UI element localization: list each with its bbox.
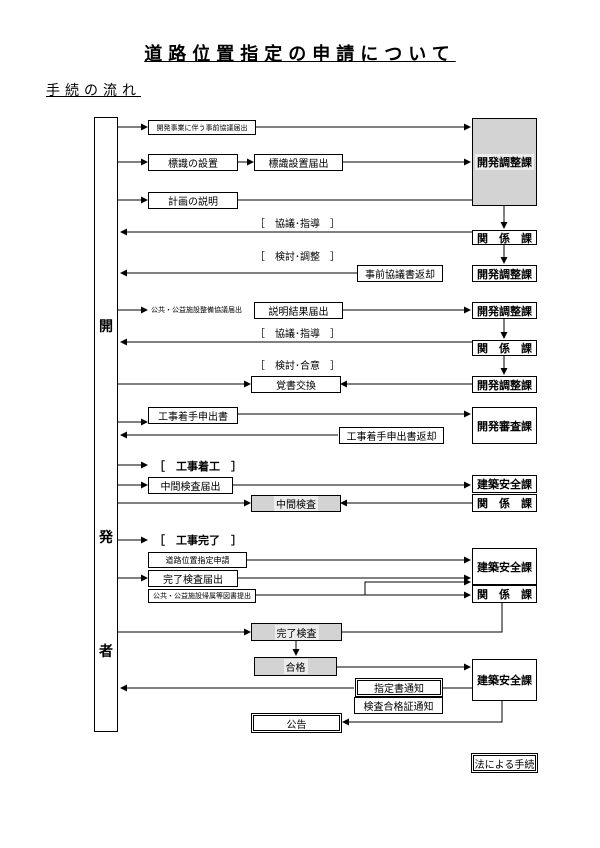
consult-guide-label-1: ［ 協議･指導 ］ bbox=[255, 219, 340, 230]
public-facility-docs-box: 公共・公益施設帰属等図書提出 bbox=[148, 589, 256, 603]
page-title: 道路位置指定の申請について bbox=[144, 44, 456, 65]
dept-related-4: 関 係 課 bbox=[472, 585, 537, 603]
public-facility-consult-label: 公共・公益施設整備協議届出 bbox=[151, 306, 242, 314]
plan-explain-box: 計画の説明 bbox=[148, 192, 238, 209]
cert-notice-box: 検査合格証通知 bbox=[354, 697, 443, 714]
final-inspect-report-box: 完了検査届出 bbox=[148, 570, 238, 587]
dept-dev-adjust-2: 開発調整課 bbox=[472, 265, 537, 282]
dept-building-safety-3: 建築安全課 bbox=[472, 659, 537, 701]
dept-dev-adjust-4: 開発調整課 bbox=[472, 376, 537, 393]
construct-start-doc-box: 工事着手申出書 bbox=[148, 407, 238, 424]
developer-column: 開 発 者 bbox=[94, 117, 118, 732]
mid-inspect-report-box: 中間検査届出 bbox=[148, 477, 233, 494]
explain-result-box: 説明結果届出 bbox=[254, 302, 343, 319]
consult-guide-label-2: ［ 協議･指導 ］ bbox=[255, 329, 340, 340]
pre-consult-box: 開発事業に伴う事前協議届出 bbox=[148, 120, 256, 135]
sign-install-box: 標識の設置 bbox=[148, 154, 238, 171]
dept-dev-adjust-3: 開発調整課 bbox=[472, 302, 537, 319]
dept-dev-review: 開発審査課 bbox=[472, 407, 537, 444]
construction-complete-label: ［ 工事完了 ］ bbox=[154, 534, 242, 547]
road-designation-apply-box: 道路位置指定申請 bbox=[148, 552, 247, 568]
dept-related-3: 関 係 課 bbox=[472, 494, 537, 512]
mid-inspect-box: 中間検査 bbox=[251, 495, 341, 512]
designation-notice-box: 指定書通知 bbox=[355, 678, 443, 697]
review-adjust-label: ［ 検討･調整 ］ bbox=[255, 252, 340, 263]
developer-char-2: 発 bbox=[99, 530, 113, 546]
dept-related-2: 関 係 課 bbox=[472, 340, 537, 356]
developer-char-1: 開 bbox=[99, 319, 113, 335]
developer-char-3: 者 bbox=[99, 644, 113, 660]
pass-box: 合格 bbox=[254, 657, 337, 676]
prior-consult-return-box: 事前協議書返却 bbox=[357, 265, 443, 282]
dept-building-safety-2: 建築安全課 bbox=[472, 548, 537, 585]
memorandum-box: 覚書交換 bbox=[251, 376, 341, 393]
page-subtitle: 手続の流れ bbox=[46, 83, 141, 99]
construction-start-label: ［ 工事着工 ］ bbox=[154, 460, 242, 473]
dept-dev-adjust-1: 開発調整課 bbox=[472, 118, 537, 206]
dept-related-1: 関 係 課 bbox=[472, 230, 537, 245]
sign-report-box: 標識設置届出 bbox=[254, 154, 343, 171]
review-agree-label: ［ 検討･合意 ］ bbox=[255, 361, 340, 372]
legal-procedure-legend: 法による手続 bbox=[471, 753, 538, 773]
construct-start-return-box: 工事着手申出書返却 bbox=[339, 427, 444, 444]
final-inspect-box: 完了検査 bbox=[251, 623, 342, 641]
announce-box: 公告 bbox=[251, 713, 342, 733]
dept-building-safety-1: 建築安全課 bbox=[472, 475, 537, 493]
